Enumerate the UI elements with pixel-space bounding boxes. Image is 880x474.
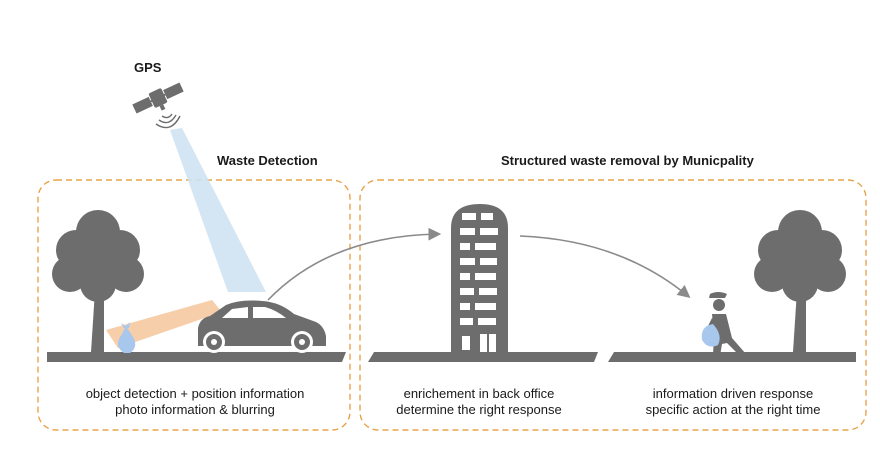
waste-detection-label: Waste Detection bbox=[217, 153, 318, 168]
caption-left: object detection + position information … bbox=[48, 386, 342, 418]
structured-removal-label: Structured waste removal by Municpality bbox=[501, 153, 754, 168]
tree-left-icon bbox=[52, 210, 144, 352]
waste-bag-icon bbox=[117, 322, 136, 353]
caption-left-line-2: photo information & blurring bbox=[115, 402, 275, 417]
caption-right-line-1: information driven response bbox=[652, 386, 814, 401]
arrow-car-to-office bbox=[267, 227, 442, 301]
office-building-icon bbox=[451, 204, 508, 352]
signal-waves-icon bbox=[155, 113, 181, 129]
tree-right-icon bbox=[754, 210, 846, 352]
caption-middle-line-1: enrichement in back office bbox=[403, 386, 555, 401]
camera-cone bbox=[106, 300, 222, 348]
waste-detection-panel bbox=[37, 179, 351, 431]
caption-middle-line-2: determine the right response bbox=[396, 402, 562, 417]
caption-middle: enrichement in back office determine the… bbox=[374, 386, 584, 418]
ground-lines bbox=[47, 352, 856, 362]
removal-panel bbox=[359, 179, 867, 431]
caption-left-line-1: object detection + position information bbox=[85, 386, 305, 401]
arrow-office-to-worker bbox=[519, 235, 691, 299]
gps-beam bbox=[170, 128, 266, 292]
caption-right: information driven response specific act… bbox=[618, 386, 848, 418]
car-icon bbox=[198, 300, 326, 353]
satellite-icon bbox=[132, 82, 184, 114]
sanitation-worker-icon bbox=[701, 292, 746, 356]
gps-label: GPS bbox=[134, 60, 162, 75]
caption-right-line-2: specific action at the right time bbox=[645, 402, 821, 417]
